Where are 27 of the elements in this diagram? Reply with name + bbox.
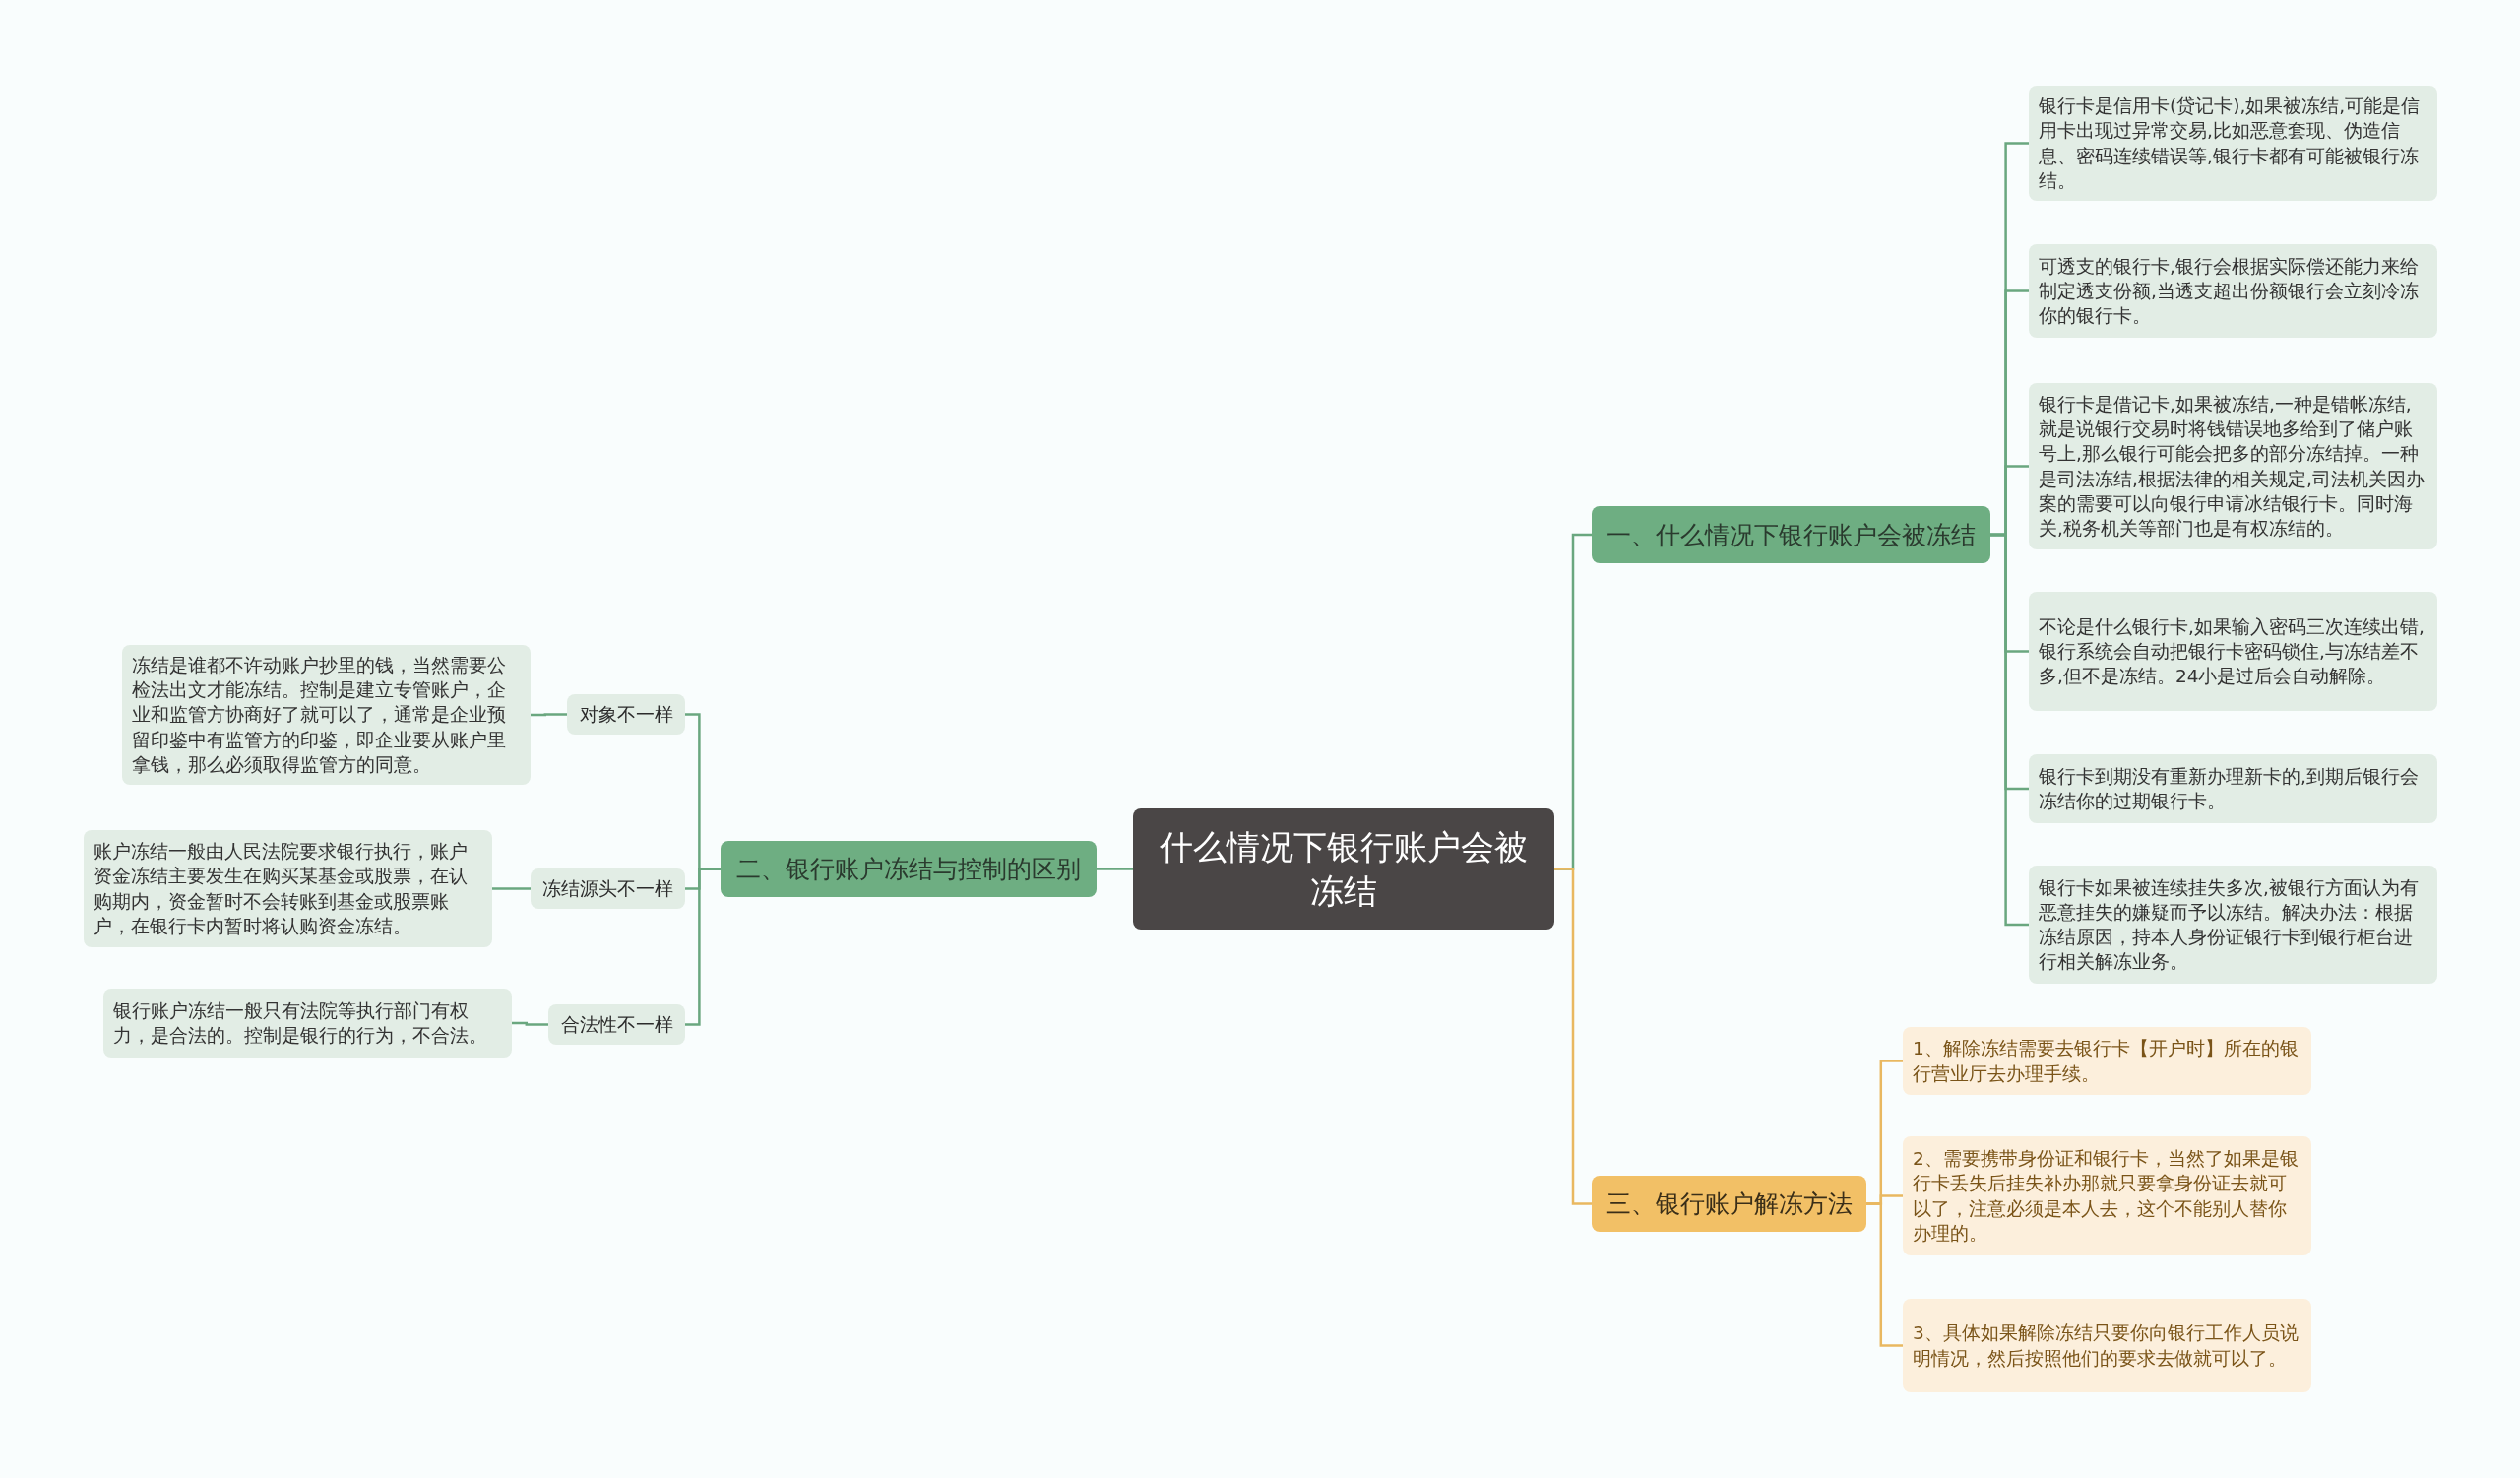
central-topic: 什么情况下银行账户会被冻结 [1133,808,1554,930]
note-card: 可透支的银行卡,银行会根据实际偿还能力来给制定透支份额,当透支超出份额银行会立刻冷冻你的银行卡。 [2029,244,2437,338]
note-card: 银行卡是信用卡(贷记卡),如果被冻结,可能是信用卡出现过异常交易,比如恶意套现、伪造信息、密码连续错误等,银行卡都有可能被银行冻结。 [2029,86,2437,201]
branch-topic: 三、银行账户解冻方法 [1592,1176,1866,1232]
note-card: 3、具体如果解除冻结只要你向银行工作人员说明情况，然后按照他们的要求去做就可以了。 [1903,1299,2311,1392]
subtopic: 合法性不一样 [548,1004,685,1045]
note-card: 2、需要携带身份证和银行卡，当然了如果是银行卡丢失后挂失补办那就只要拿身份证去就可以了，注意必须是本人去，这个不能别人替你办理的。 [1903,1136,2311,1255]
connector-line [531,713,567,717]
note-card: 冻结是谁都不许动账户抄里的钱，当然需要公检法出文才能冻结。控制是建立专管账户，企业和监管方协商好了就可以了，通常是企业预留印鉴中有监管方的印鉴，即企业要从账户里拿钱，那么必须取得监管方的同意。 [122,645,531,785]
connector-line [1990,533,2029,927]
note-card: 银行卡是借记卡,如果被冻结,一种是错帐冻结,就是说银行交易时将钱错误地多给到了储户账号上,那么银行可能会把多的部分冻结掉。一种是司法冻结,根据法律的相关规定,司法机关因办案的需要可以向银行申请冰结银行卡。同时海关,税务机关等部门也是有权冻结的。 [2029,383,2437,549]
subtopic: 冻结源头不一样 [531,868,685,909]
connector-line [1866,1202,1903,1347]
note-card: 1、解除冻结需要去银行卡【开户时】所在的银行营业厅去办理手续。 [1903,1027,2311,1095]
branch-topic: 二、银行账户冻结与控制的区别 [721,841,1097,897]
connector-line [1097,868,1133,870]
note-card: 账户冻结一般由人民法院要求银行执行，账户资金冻结主要发生在购买某基金或股票，在认购期内，资金暂时不会转账到基金或股票账户，在银行卡内暂时将认购资金冻结。 [84,830,492,947]
note-card: 银行账户冻结一般只有法院等执行部门有权力，是合法的。控制是银行的行为，不合法。 [103,989,512,1058]
branch-topic: 一、什么情况下银行账户会被冻结 [1592,506,1990,563]
connector-line [1554,868,1592,1205]
note-card: 银行卡到期没有重新办理新卡的,到期后银行会冻结你的过期银行卡。 [2029,754,2437,823]
subtopic: 对象不一样 [567,694,685,735]
note-card: 不论是什么银行卡,如果输入密码三次连续出错,银行系统会自动把银行卡密码锁住,与冻结差不多,但不是冻结。24小是过后会自动解除。 [2029,592,2437,711]
note-card: 银行卡如果被连续挂失多次,被银行方面认为有恶意挂失的嫌疑而予以冻结。解决办法：根据冻结原因，持本人身份证银行卡到银行柜台进行相关解冻业务。 [2029,866,2437,984]
connector-line [685,868,721,1026]
connector-line [492,887,531,890]
connector-line [512,1021,548,1026]
